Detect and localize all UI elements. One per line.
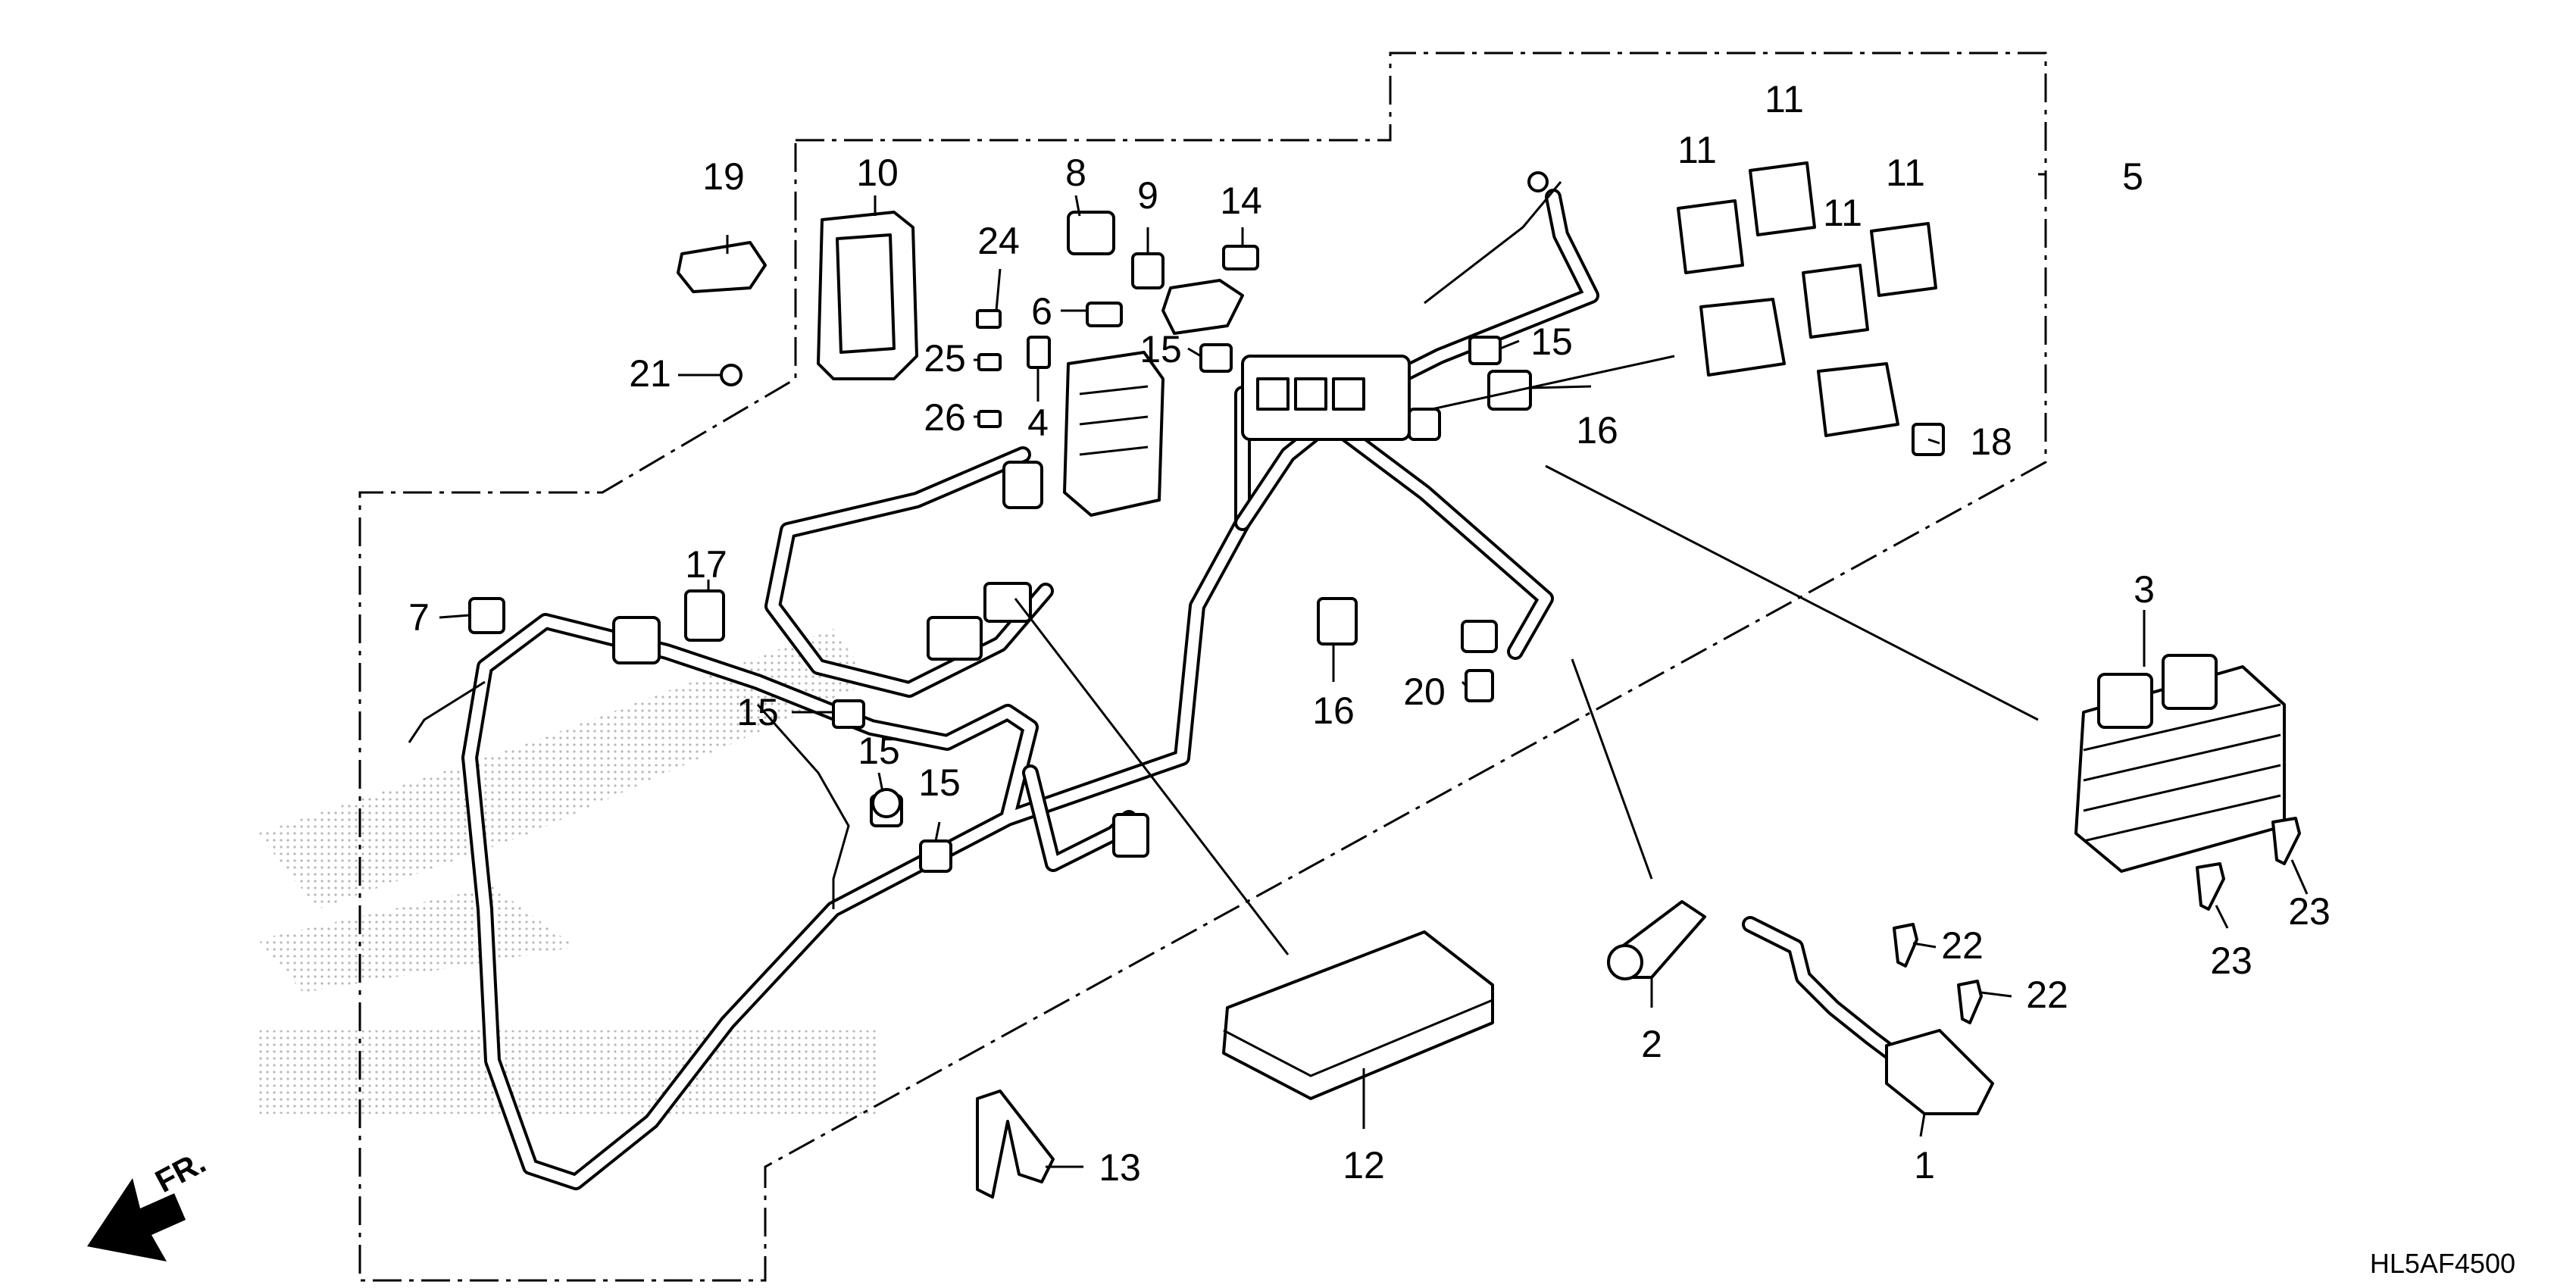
- part-13-strap: [976, 1089, 1055, 1199]
- callout-2: 2: [1641, 1023, 1662, 1065]
- callout-9: 9: [1137, 174, 1158, 217]
- part-1-ignition-coil: [1742, 916, 1994, 1115]
- callout-19: 19: [702, 155, 745, 198]
- callout-15-b: 15: [1530, 320, 1573, 363]
- direction-label: FR.: [149, 1144, 211, 1199]
- callout-25: 25: [924, 337, 966, 380]
- fuse-box: [1063, 351, 1165, 517]
- callout-11-c: 11: [1823, 192, 1862, 234]
- callout-20: 20: [1403, 671, 1446, 713]
- callout-13: 13: [1099, 1146, 1141, 1189]
- callout-12: 12: [1343, 1144, 1385, 1186]
- callouts: 19 21 10 8 9 14 24 6 25 26 4 15 15 16 16…: [408, 78, 2331, 1189]
- callout-11-a: 11: [1677, 129, 1717, 171]
- callout-3: 3: [2134, 568, 2155, 611]
- part-21-bolt: [720, 364, 742, 386]
- part-3-regulator: [2074, 654, 2286, 873]
- callout-14: 14: [1220, 180, 1262, 222]
- figure-code: HL5AF4500: [2370, 1248, 2515, 1279]
- callout-24: 24: [977, 220, 1020, 262]
- callout-15-c: 15: [736, 691, 779, 733]
- leader-lines: [439, 173, 2309, 1168]
- part-12-ecu: [1222, 930, 1494, 1100]
- callout-15-d: 15: [858, 730, 900, 772]
- callout-18: 18: [1970, 420, 2012, 463]
- callout-8: 8: [1065, 152, 1086, 194]
- callout-6: 6: [1031, 290, 1052, 333]
- callout-4: 4: [1027, 402, 1049, 444]
- callout-5: 5: [2122, 155, 2143, 198]
- callout-15-a: 15: [1140, 328, 1182, 370]
- callout-1: 1: [1914, 1144, 1935, 1186]
- callout-22-b: 22: [2026, 974, 2068, 1016]
- callout-11-b: 11: [1765, 78, 1804, 120]
- part-19-clamp: [677, 241, 767, 293]
- callout-11-d: 11: [1886, 152, 1925, 194]
- small-connectors: [468, 211, 1945, 873]
- callout-16-b: 16: [1312, 689, 1355, 732]
- part-10-cover: [817, 211, 918, 380]
- callout-16-a: 16: [1576, 409, 1618, 452]
- callout-15-e: 15: [918, 761, 961, 804]
- callout-7: 7: [408, 596, 430, 639]
- front-direction-arrow: FR.: [87, 1144, 211, 1261]
- callout-23-b: 23: [2210, 939, 2252, 982]
- part-2-plug-cap: [1607, 900, 1706, 980]
- part-11-relays: [1677, 161, 1937, 437]
- callout-23-a: 23: [2288, 890, 2331, 933]
- callout-22-a: 22: [1941, 924, 1984, 967]
- callout-26: 26: [924, 396, 966, 439]
- callout-21: 21: [629, 352, 671, 395]
- watermark-logo: [258, 629, 879, 1114]
- bolts-22-23: [1893, 817, 2301, 1024]
- callout-10: 10: [856, 152, 899, 194]
- callout-17: 17: [685, 543, 727, 586]
- assembly-boundary: [358, 52, 2047, 1282]
